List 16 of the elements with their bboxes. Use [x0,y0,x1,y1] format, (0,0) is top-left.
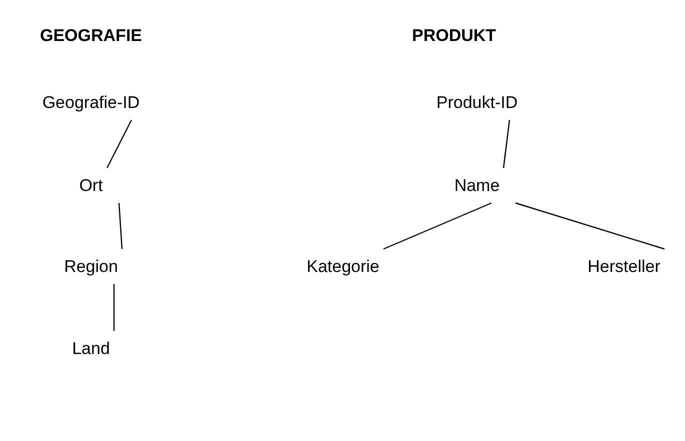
attribute-label: Geografie-ID [38,85,144,120]
attribute-label: Name [450,168,504,203]
connector-line [515,202,665,250]
attribute-label: Hersteller [584,249,664,284]
connector-line [118,202,123,250]
connector-line [383,202,492,250]
section-heading: GEOGRAFIE [40,27,142,44]
attribute-label: Produkt-ID [432,85,522,120]
attribute-label: Region [60,249,122,284]
connector-line [502,120,510,168]
connector-line [106,120,132,168]
section-heading: PRODUKT [412,27,496,44]
attribute-label: Land [68,331,114,366]
attribute-label: Kategorie [302,249,384,284]
connector-line [113,284,115,331]
attribute-label: Ort [75,168,107,203]
